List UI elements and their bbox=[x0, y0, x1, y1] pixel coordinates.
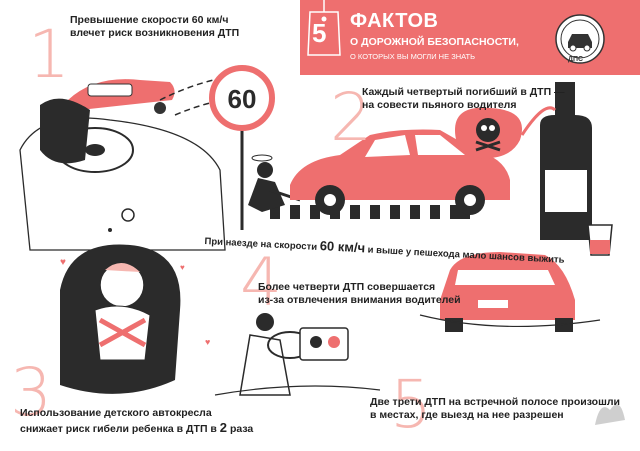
fact-4-text: Более четверти ДТП совершается из-за отв… bbox=[258, 281, 461, 307]
fact-5-text: Две трети ДТП на встречной полосе произо… bbox=[370, 396, 620, 422]
fact-5-line-1: Две трети ДТП на встречной полосе произо… bbox=[370, 396, 620, 408]
fact-1-line-2: влечет риск возникновения ДТП bbox=[70, 27, 240, 40]
number-tag-icon bbox=[307, 0, 341, 56]
header-subtitle: О ДОРОЖНОЙ БЕЗОПАСНОСТИ, bbox=[350, 36, 519, 48]
fact-number-5: 5 bbox=[390, 366, 432, 443]
fact-number-1: 1 bbox=[28, 16, 70, 93]
fact-4-line-2: из-за отвлечения внимания водителей bbox=[258, 294, 461, 307]
skull-icon bbox=[455, 107, 522, 159]
heart-icon: ♥ bbox=[60, 257, 66, 268]
fact-3-line-2-prefix: снижает риск гибели ребенка в ДТП в bbox=[20, 423, 217, 436]
fact-2-line-2: на совести пьяного водителя bbox=[362, 99, 517, 112]
plant-icon bbox=[595, 404, 625, 425]
sedan-car-illustration bbox=[290, 129, 510, 215]
heart-icon: ♥ bbox=[180, 263, 185, 272]
fact-4-line-1: Более четверти ДТП совершается bbox=[258, 281, 436, 293]
fact-2-text: Каждый четвертый погибший в ДТП — на сов… bbox=[362, 86, 565, 112]
fact-3-multiplier: 2 bbox=[219, 420, 228, 436]
traffic-police-emblem-icon bbox=[555, 14, 605, 64]
child-seat-illustration bbox=[60, 244, 181, 394]
fact-1-line-1: Превышение скорости 60 км/ч bbox=[70, 14, 229, 26]
fact-3-line-2: снижает риск гибели ребенка в ДТП в 2 ра… bbox=[20, 420, 253, 436]
fact-number-3: 3 bbox=[10, 354, 52, 431]
fact-number-2: 2 bbox=[330, 79, 372, 156]
fact-number-4: 4 bbox=[240, 244, 282, 321]
hatchback-car-illustration bbox=[419, 252, 601, 332]
speed-sign-value: 60 bbox=[227, 84, 257, 114]
dashboard-illustration bbox=[19, 79, 226, 251]
glass-icon bbox=[587, 224, 613, 256]
pedestrian-illustration bbox=[248, 154, 301, 212]
crosswalk-illustration bbox=[270, 205, 470, 219]
fact-5-line-2: в местах, где выезд на нее разрешен bbox=[370, 409, 564, 422]
fact-2-line-1: Каждый четвертый погибший в ДТП — bbox=[362, 86, 565, 98]
distracted-driver-illustration bbox=[214, 313, 381, 396]
fact-1-text: Превышение скорости 60 км/ч влечет риск … bbox=[70, 14, 239, 40]
header-tagline: О КОТОРЫХ ВЫ МОГЛИ НЕ ЗНАТЬ bbox=[350, 52, 476, 61]
fact-3-line-2-suffix: раза bbox=[229, 423, 254, 436]
header-number: 5 bbox=[312, 18, 327, 48]
fact-3-text: Использование детского автокресла снижае… bbox=[20, 407, 253, 436]
bottle-illustration bbox=[520, 82, 592, 240]
speed-limit-sign-icon bbox=[209, 65, 275, 230]
header-title: ФАКТОВ bbox=[350, 10, 439, 32]
fact-3-line-1: Использование детского автокресла bbox=[20, 407, 212, 419]
logo-text: ДПС bbox=[568, 56, 584, 63]
speed-fact-value: 60 км/ч bbox=[319, 238, 366, 256]
heart-icon: ♥ bbox=[205, 337, 210, 347]
